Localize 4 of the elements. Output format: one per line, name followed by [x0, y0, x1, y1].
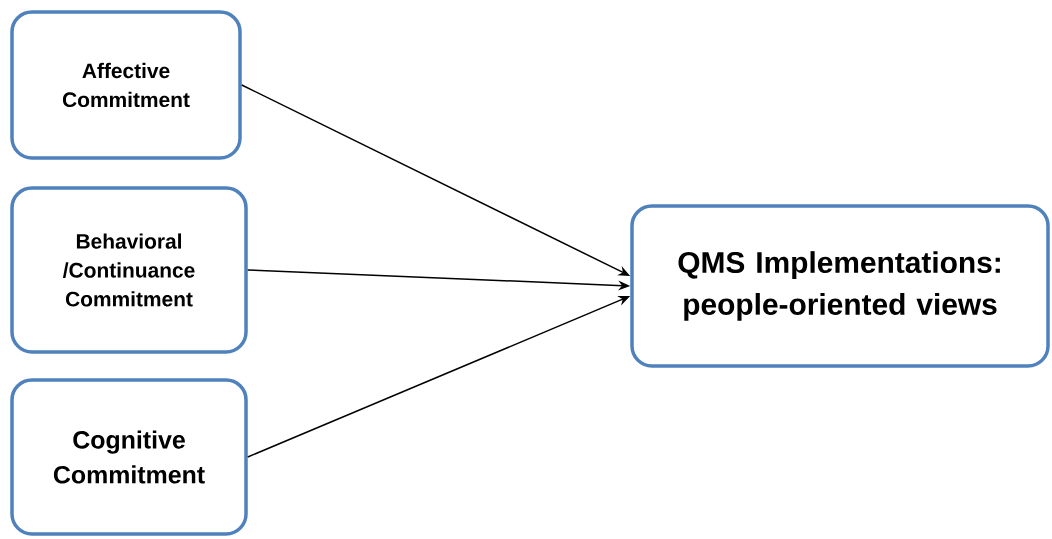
commitment-box: Affective Commitment — [10, 10, 242, 160]
commitment-box: Cognitive Commitment — [10, 378, 248, 536]
outcome-box: QMS Implementations: people-oriented views — [630, 204, 1050, 368]
commitment-box: Behavioral /Continuance Commitment — [10, 186, 248, 354]
